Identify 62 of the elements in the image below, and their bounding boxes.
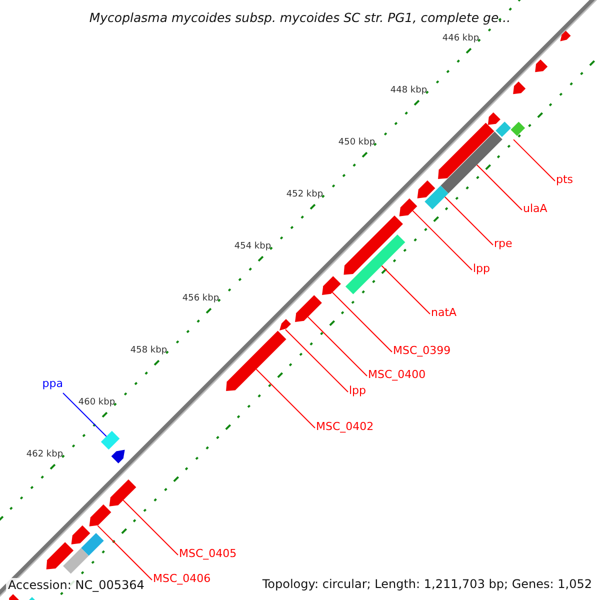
gene-feature [513,82,526,94]
gene-feature [399,198,418,216]
gene-feature [424,186,448,210]
gene-feature [226,330,286,392]
gene-feature [345,234,406,294]
leader-line [513,139,556,182]
gene-label: lpp [473,262,490,276]
accession-text: Accession: NC_005364 [6,578,146,592]
tick-label: 454 kbp [234,241,272,252]
gene-label: MSC_0400 [368,368,426,382]
tick-label: 452 kbp [286,189,324,200]
gene-feature [71,525,90,544]
gene-feature [560,30,571,42]
leader-line [444,196,494,246]
gene-feature [46,542,74,570]
gene-feature [322,276,341,296]
leader-line [332,292,392,352]
gene-feature [89,504,112,526]
gene-label: MSC_0399 [393,344,451,358]
gene-label: lpp [349,384,366,398]
gene-label: rpe [494,237,512,251]
summary-text: Topology: circular; Length: 1,211,703 bp; Genes: 1,052 [262,577,592,591]
title: Mycoplasma mycoides subsp. mycoides SC str. PG1, complete ge... [88,10,512,25]
gene-feature [488,112,500,125]
gene-feature [440,132,502,194]
tick-label: 450 kbp [338,137,376,148]
gene-feature [438,122,494,180]
gene-feature [63,548,89,574]
leader-line [62,392,107,437]
gene-label: ppa [23,377,63,391]
gene-feature [496,122,511,137]
tick-label: 458 kbp [130,345,168,356]
leader-line [476,164,522,210]
gene-feature [111,450,125,464]
gene-label: ulaA [523,202,548,216]
leader-line [284,328,348,392]
leader-line [381,265,430,314]
gene-feature [109,479,136,506]
gene-feature [295,295,322,322]
gene-feature [417,180,436,198]
leader-line [307,316,368,376]
tick-label: 456 kbp [182,293,220,304]
tick-label: 448 kbp [390,85,428,96]
gene-feature [279,319,291,330]
leader-line [122,500,178,556]
tick-label: 446 kbp [442,33,480,44]
gene-feature [344,215,403,275]
leader-line [256,368,316,428]
gene-label: pts [556,173,574,187]
leader-line [412,210,472,270]
gene-label: MSC_0405 [179,547,237,561]
gene-label: MSC_0406 [153,572,211,586]
gene-feature [100,430,120,450]
gene-feature [510,122,526,136]
gene-label: MSC_0402 [316,420,374,434]
gene-feature [9,594,22,600]
tick-label: 460 kbp [78,397,116,408]
gene-feature [535,60,548,72]
gene-feature [81,533,104,556]
gene-label: natA [431,306,457,320]
tick-label: 462 kbp [26,449,64,460]
leader-line [97,525,152,580]
